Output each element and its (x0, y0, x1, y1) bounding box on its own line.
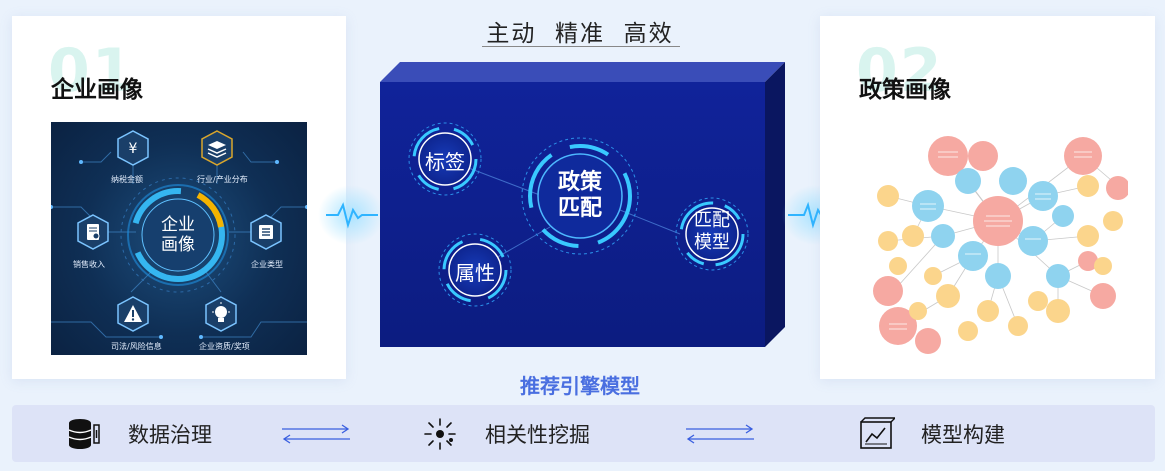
chart-window-icon (860, 416, 895, 449)
enterprise-type-node (248, 214, 284, 250)
node-label: 纳税金额 (111, 175, 143, 184)
yen-icon: ¥ (117, 130, 149, 166)
tax-node: ¥ (115, 130, 151, 166)
node-label: 行业/产业分布 (197, 175, 248, 184)
document-icon (77, 214, 109, 250)
attribute-node-label: 属性 (455, 261, 495, 285)
card-title: 政策画像 (859, 77, 951, 103)
policy-match-line2: 匹配 (557, 196, 602, 221)
policy-match-center-label: 政策 匹配 (540, 170, 620, 222)
policy-match-line1: 政策 (557, 170, 602, 195)
enterprise-portrait-graphic: 企业 画像 ¥ 纳税金额 行业/产业分布 企业类型 企业资质/奖项 司法/风险信… (51, 122, 307, 355)
process-step-label: 模型构建 (921, 422, 1005, 447)
node-label: 企业类型 (251, 260, 283, 269)
engine-side-face (765, 62, 785, 347)
headline: 主动 精准 高效 (486, 21, 674, 47)
recommendation-engine-label: 推荐引擎模型 (520, 374, 640, 398)
signal-connector-left (318, 185, 384, 245)
center-label-line2: 画像 (161, 235, 195, 255)
center-label-line1: 企业 (161, 215, 195, 235)
bidirectional-arrows-icon (686, 424, 754, 444)
process-bar: 数据治理 相关性挖掘 (12, 405, 1155, 462)
bidirectional-arrows-icon (282, 424, 350, 444)
center-label: 企业 画像 (146, 215, 210, 255)
process-step-label: 相关性挖掘 (485, 422, 590, 447)
database-icon (68, 418, 100, 449)
policy-portrait-card: 02 政策画像 (820, 16, 1155, 379)
circuit-lines (51, 151, 307, 339)
card-number: 02 (856, 36, 944, 106)
card-title: 企业画像 (51, 77, 143, 103)
risk-node (115, 296, 151, 332)
match-model-node-label: 匹配 模型 (672, 210, 752, 254)
process-step-label: 数据治理 (128, 422, 212, 447)
process-step-data-governance: 数据治理 (66, 405, 212, 462)
engine-top-face (380, 62, 785, 82)
process-step-correlation-mining: 相关性挖掘 (421, 405, 590, 462)
sales-node (75, 214, 111, 250)
matching-engine-box (380, 62, 785, 347)
industry-node (199, 130, 235, 166)
tag-node-label: 标签 (425, 150, 465, 174)
qualification-node (203, 296, 239, 332)
node-label: 司法/风险信息 (111, 342, 162, 351)
node-label: 销售收入 (73, 260, 105, 269)
layers-icon (201, 130, 233, 166)
node-label: 企业资质/奖项 (199, 342, 250, 351)
warning-icon (117, 296, 149, 332)
sparkle-icon (424, 417, 456, 450)
svg-text:¥: ¥ (129, 141, 138, 157)
list-icon (250, 214, 282, 250)
policy-network-graph (873, 136, 1128, 354)
enterprise-portrait-card: 01 企业画像 (12, 16, 346, 379)
match-model-line2: 模型 (694, 232, 730, 253)
process-step-model-building: 模型构建 (857, 405, 1005, 462)
card-number: 01 (48, 36, 136, 106)
headline-underline (482, 46, 680, 47)
bulb-icon (205, 296, 237, 332)
match-model-line1: 匹配 (694, 210, 730, 231)
